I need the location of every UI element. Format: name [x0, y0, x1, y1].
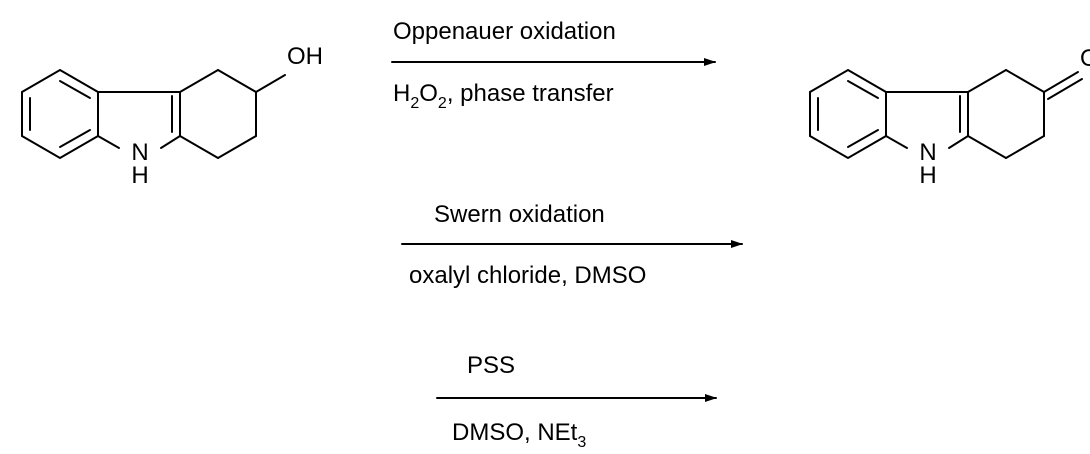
product-pyrrole-ring	[885, 91, 969, 149]
reaction-2-below-label: oxalyl chloride, DMSO	[409, 262, 646, 289]
reaction-1-below-pre: H	[393, 80, 410, 107]
product-carbonyl-bond	[1047, 78, 1083, 100]
reactant-bond	[217, 135, 257, 159]
reactant-double-bond	[59, 129, 91, 148]
reaction-2-above-label: Swern oxidation	[434, 201, 605, 228]
product-oxygen-label: O	[1080, 45, 1090, 72]
reactant-nitrogen-label: N	[131, 139, 148, 166]
reactant-bond	[179, 69, 219, 93]
product-bond	[1005, 69, 1045, 93]
reactant-bond	[160, 135, 181, 149]
reaction-3-above-label: PSS	[467, 352, 515, 379]
product-nitrogen-label: N	[919, 139, 936, 166]
reactant-pyrrole-ring	[97, 91, 181, 149]
reaction-1-below-sub2: 2	[438, 95, 447, 112]
reaction-3-below-label: DMSO, NEt3	[452, 419, 586, 451]
reactant-bond	[97, 135, 120, 149]
product-benzene-ring	[809, 68, 887, 160]
reactant-cyclohexene-ring	[179, 69, 286, 159]
reaction-3-below-pre: DMSO, NEt	[452, 419, 578, 446]
reactant-double-bond	[59, 80, 91, 99]
reaction-3-below-sub: 3	[577, 434, 586, 451]
reaction-1-below-label: H2O2, phase transfer	[393, 80, 614, 112]
reaction-1-below-sub1: 2	[410, 95, 419, 112]
product-bond	[967, 135, 1007, 159]
reactant-bond	[21, 68, 99, 160]
product-bond	[948, 135, 969, 149]
reaction-swern: Swern oxidation oxalyl chloride, DMSO	[401, 201, 743, 289]
product-bond	[809, 68, 887, 160]
product-carbonyl-bond	[1043, 71, 1079, 93]
product-nh-hydrogen-label: H	[919, 162, 936, 189]
product-bond	[1005, 135, 1045, 159]
product-structure: O N H	[809, 45, 1090, 189]
reaction-1-below-mid: O	[419, 80, 438, 107]
reactant-bond	[179, 135, 219, 159]
reactant-oh-label: OH	[287, 43, 323, 70]
product-double-bond	[847, 80, 879, 99]
reaction-oppenauer: Oppenauer oxidation H2O2, phase transfer	[391, 18, 716, 112]
reactant-oh-bond	[255, 74, 286, 93]
reactant-bond	[217, 69, 257, 93]
reaction-pss: PSS DMSO, NEt3	[436, 352, 717, 451]
product-cyclohexanone-ring	[967, 69, 1083, 159]
reactant-benzene-ring	[21, 68, 99, 160]
product-double-bond	[847, 129, 879, 148]
product-bond	[885, 135, 908, 149]
reactant-structure: OH N H	[21, 43, 323, 189]
product-bond	[967, 69, 1007, 93]
reactant-nh-hydrogen-label: H	[131, 162, 148, 189]
reaction-1-below-post: , phase transfer	[447, 80, 614, 107]
reaction-1-above-label: Oppenauer oxidation	[393, 18, 616, 45]
